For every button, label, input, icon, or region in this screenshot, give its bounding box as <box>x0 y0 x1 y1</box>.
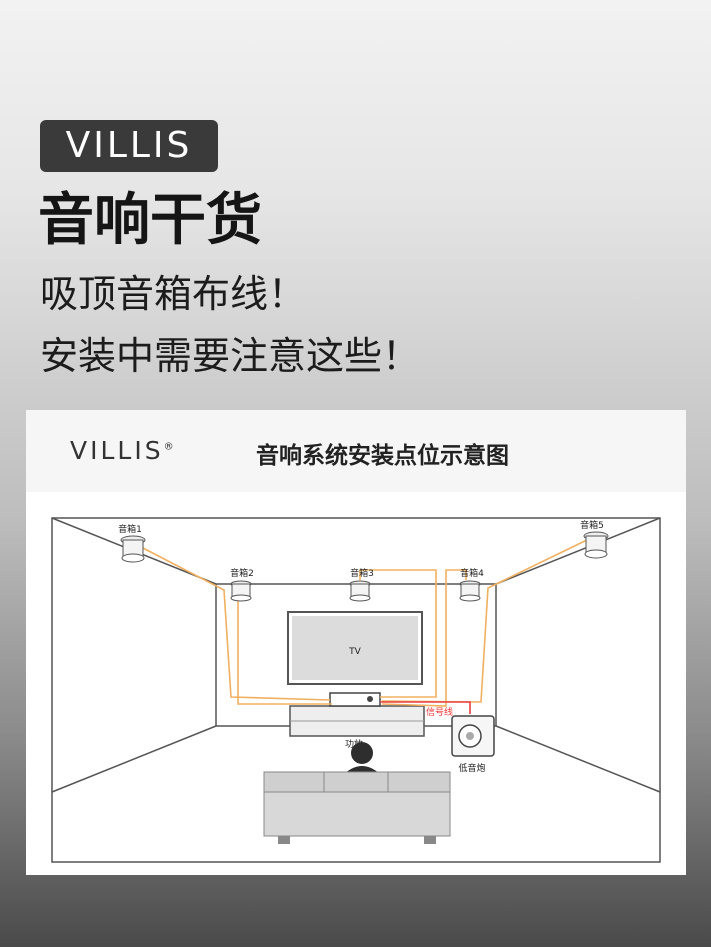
speaker-3 <box>349 580 371 602</box>
speaker-1 <box>120 535 146 563</box>
registered-mark: ® <box>163 441 174 453</box>
card-logo-text: VILLIS <box>70 436 164 465</box>
sofa-leg-right <box>424 836 436 844</box>
card-title: 音响系统安装点位示意图 <box>256 443 509 469</box>
subtitle-line-1: 吸顶音箱布线！ <box>40 272 307 316</box>
wire-speaker-4 <box>381 569 467 707</box>
card-logo: VILLIS® <box>70 436 174 465</box>
sofa-back-middle <box>323 771 389 793</box>
speaker-4 <box>459 580 481 602</box>
speaker-2 <box>230 580 252 602</box>
speaker-3-label: 音箱3 <box>350 567 374 579</box>
speaker-2-label: 音箱2 <box>230 567 254 579</box>
amplifier-knob <box>367 696 373 702</box>
edge-bottom-right <box>495 725 661 793</box>
room-outer-frame <box>51 517 661 863</box>
sofa-back-right <box>387 771 451 793</box>
card-header: VILLIS® 音响系统安装点位示意图 <box>26 410 686 492</box>
speaker-1-grille <box>121 553 145 563</box>
wire-speaker-1 <box>142 547 331 701</box>
brand-badge: VILLIS <box>40 120 218 172</box>
room-diagram: TV 功放 信号线 低音炮 <box>51 517 661 863</box>
speaker-2-grille <box>230 594 252 602</box>
tv-screen <box>292 616 418 680</box>
speaker-1-label: 音箱1 <box>118 523 142 535</box>
sofa-back-left <box>263 771 325 793</box>
speaker-wires <box>142 537 592 707</box>
speaker-3-grille <box>349 594 371 602</box>
signal-wire <box>380 701 471 714</box>
sofa-seat <box>263 791 451 837</box>
edge-top-right <box>495 517 661 585</box>
headline: 音响干货 <box>38 188 262 253</box>
speaker-5 <box>583 531 609 559</box>
speaker-4-grille <box>459 594 481 602</box>
subtitle-line-2: 安装中需要注意这些！ <box>40 334 421 378</box>
sofa-leg-left <box>278 836 290 844</box>
signal-line-label: 信号线 <box>426 706 453 718</box>
edge-bottom-left <box>51 725 217 793</box>
subwoofer-cone <box>466 732 474 740</box>
wire-speaker-3 <box>359 569 437 698</box>
speaker-5-label: 音箱5 <box>580 519 604 531</box>
subwoofer-label: 低音炮 <box>458 762 485 774</box>
wire-speaker-2 <box>237 588 332 705</box>
speaker-5-grille <box>584 549 608 559</box>
speaker-4-label: 音箱4 <box>460 567 484 579</box>
tv-label: TV <box>348 647 361 657</box>
person-head <box>351 742 373 764</box>
diagram-card: VILLIS® 音响系统安装点位示意图 TV 功放 <box>26 410 686 875</box>
